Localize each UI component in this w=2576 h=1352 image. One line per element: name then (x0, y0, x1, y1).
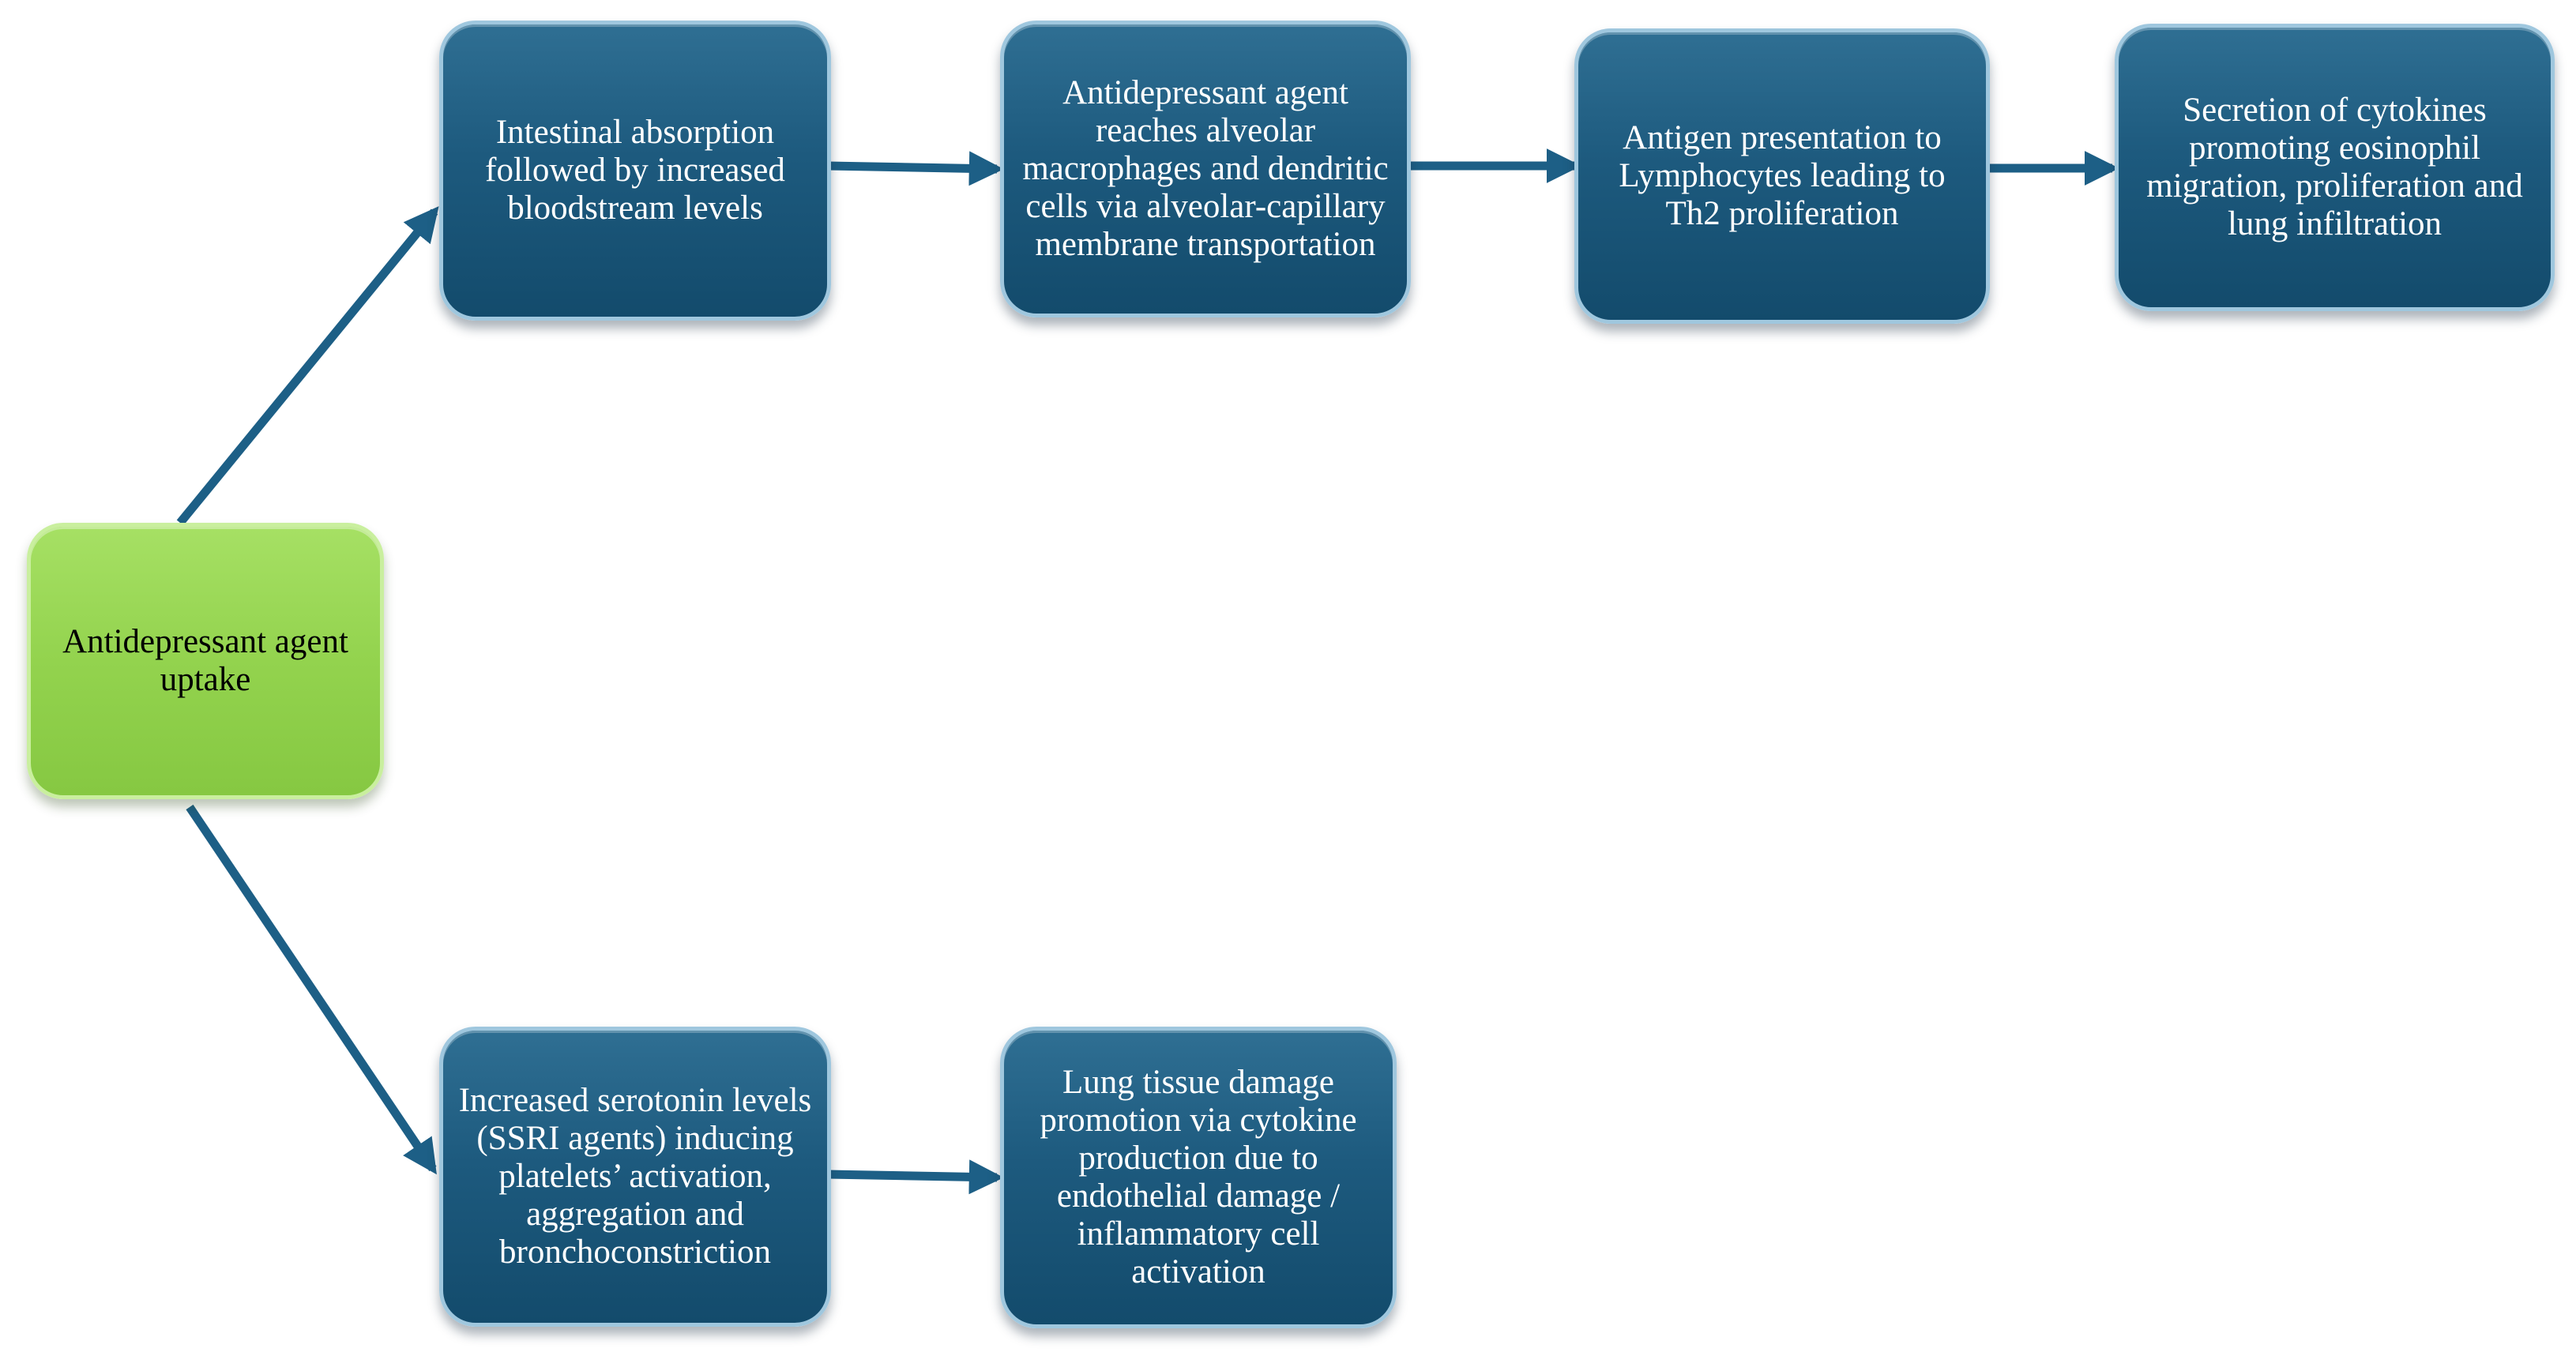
arrow-serotonin-levels-to-lung-tissue-damage (827, 1159, 1004, 1195)
arrow-start-to-intestinal-absorption (176, 206, 439, 526)
node-antidepressant-uptake: Antidepressant agent uptake (27, 523, 384, 799)
node-antigen-presentation: Antigen presentation to Lymphocytes lead… (1574, 28, 1990, 324)
arrow-start-to-serotonin-levels (186, 804, 437, 1175)
node-antigen-presentation-label: Antigen presentation to Lymphocytes lead… (1619, 118, 1946, 233)
node-lung-tissue-damage: Lung tissue damage promotion via cytokin… (1000, 1027, 1397, 1328)
arrow-intestinal-absorption-to-alveolar-transport (827, 151, 1004, 186)
node-cytokine-secretion-label: Secretion of cytokines promoting eosinop… (2146, 91, 2523, 243)
node-serotonin-levels-label: Increased serotonin levels (SSRI agents)… (458, 1081, 812, 1271)
node-intestinal-absorption: Intestinal absorption followed by increa… (439, 21, 831, 321)
node-alveolar-transport: Antidepressant agent reaches alveolar ma… (1000, 21, 1411, 317)
node-alveolar-transport-label: Antidepressant agent reaches alveolar ma… (1022, 73, 1389, 264)
node-intestinal-absorption-label: Intestinal absorption followed by increa… (485, 113, 785, 227)
node-serotonin-levels: Increased serotonin levels (SSRI agents)… (439, 1027, 831, 1327)
node-antidepressant-uptake-label: Antidepressant agent uptake (62, 622, 348, 698)
node-lung-tissue-damage-label: Lung tissue damage promotion via cytokin… (1040, 1063, 1357, 1291)
node-cytokine-secretion: Secretion of cytokines promoting eosinop… (2115, 24, 2555, 311)
